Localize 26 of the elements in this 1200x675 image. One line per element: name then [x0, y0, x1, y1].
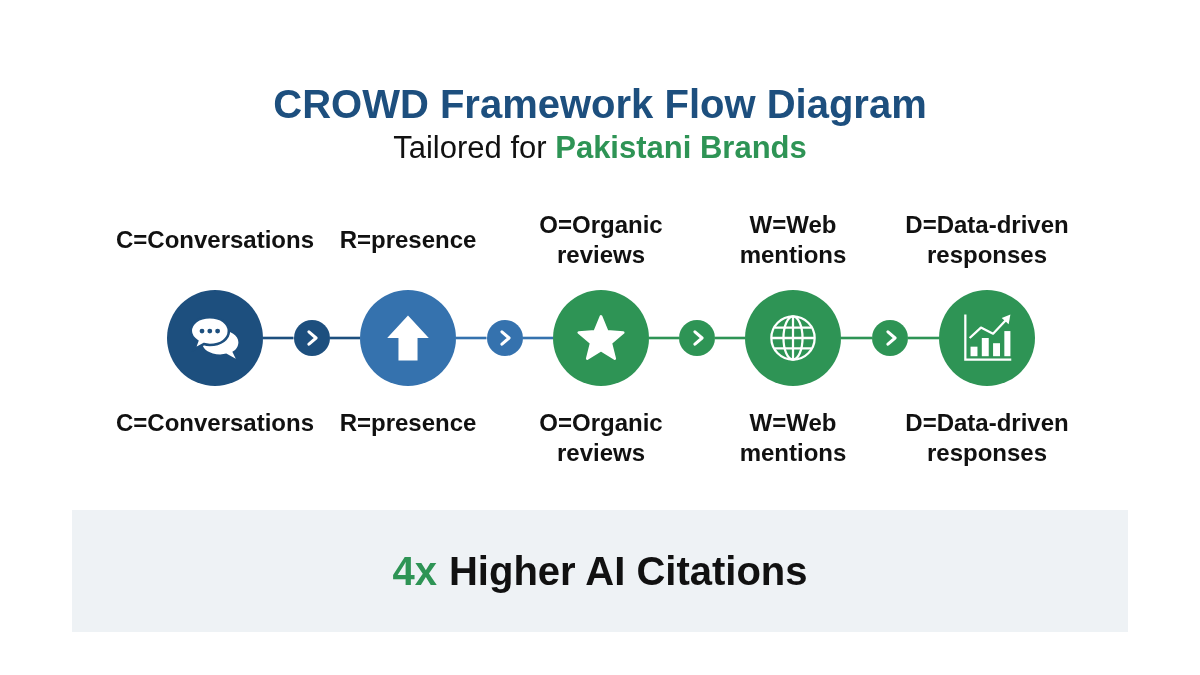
step-label: W=Web mentions: [738, 408, 848, 468]
step-label: D=Data-driven responses: [904, 210, 1070, 270]
step-label: C=Conversations: [115, 408, 315, 438]
step-label: R=presence: [339, 408, 477, 438]
step-label: C=Conversations: [115, 225, 315, 255]
connector-disc: [293, 320, 330, 356]
connector-line: [908, 336, 939, 340]
diagram-title: CROWD Framework Flow Diagram: [273, 81, 927, 127]
connector-disc: [679, 320, 715, 356]
connector-line: [456, 336, 487, 340]
connector-disc: [872, 320, 908, 356]
subtitle: Tailored for Pakistani Brands: [393, 130, 807, 166]
connector-line: [715, 336, 745, 340]
step-label: D=Data-driven responses: [904, 408, 1070, 468]
connector-line: [522, 336, 553, 340]
step-label: R=presence: [339, 225, 477, 255]
connector-disc: [486, 320, 523, 356]
stat-multiplier: 4x: [392, 548, 437, 594]
connector-line: [841, 336, 872, 340]
stat-text: Higher AI Citations: [448, 548, 808, 594]
step-label: W=Web mentions: [738, 210, 848, 270]
step-label: O=Organic reviews: [538, 408, 664, 468]
connector-line: [263, 336, 294, 340]
connector-line: [649, 336, 679, 340]
connector-line: [329, 336, 360, 340]
step-label: O=Organic reviews: [538, 210, 664, 270]
